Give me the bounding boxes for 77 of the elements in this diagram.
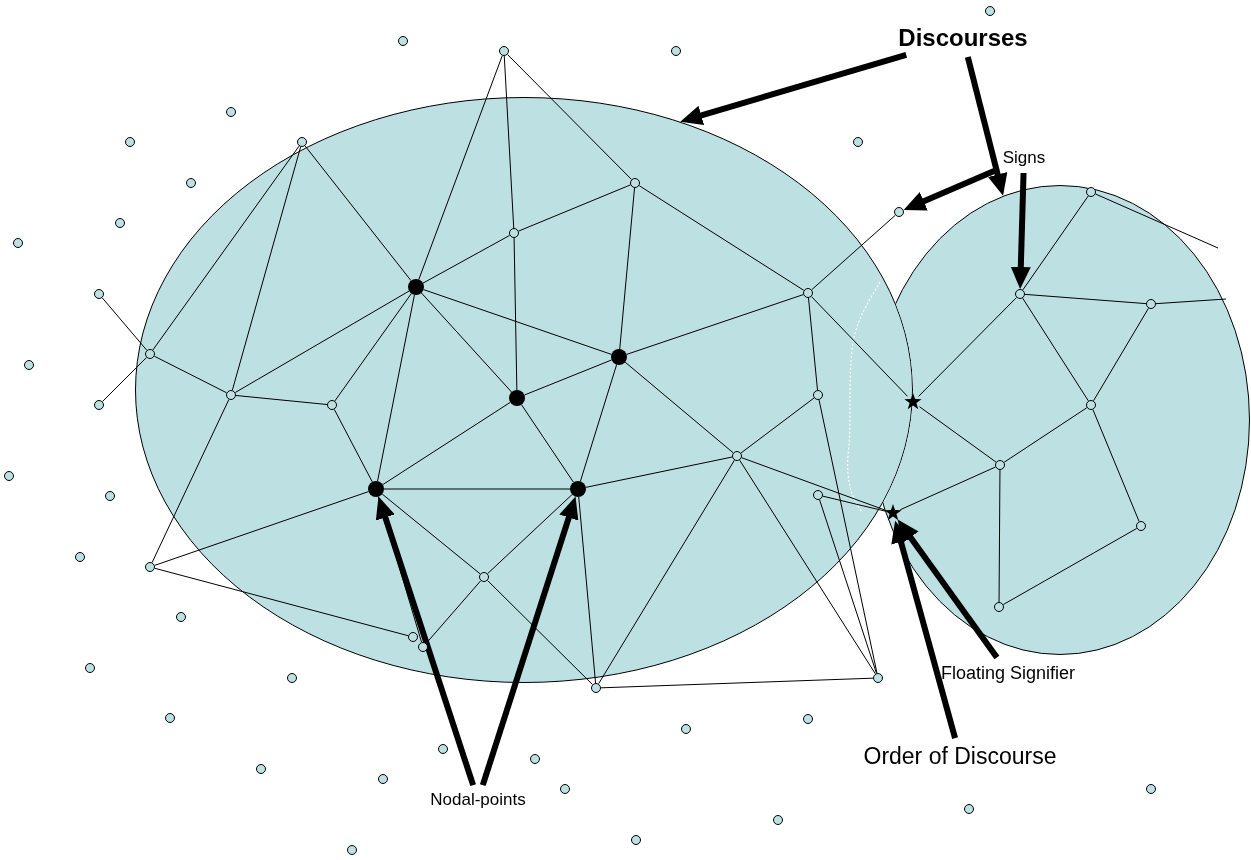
connector-line [154, 491, 369, 566]
connector-line [624, 361, 734, 454]
connector-line [154, 567, 409, 637]
arrow [479, 496, 579, 787]
connector-line [578, 496, 597, 684]
arrow [1010, 172, 1031, 289]
star-marker [884, 504, 902, 522]
arrow [903, 167, 997, 211]
connector-line [513, 237, 518, 391]
annotation-label: Signs [1002, 147, 1046, 170]
connector-line [919, 406, 997, 463]
connector-line [598, 459, 735, 685]
connector-line [231, 146, 302, 391]
connector-line [638, 185, 805, 291]
connector-line [153, 355, 228, 394]
arrow [891, 520, 958, 739]
connector-line [383, 488, 571, 490]
connector-line [418, 55, 503, 280]
connector-line [151, 399, 230, 563]
connector-line [235, 395, 328, 405]
connector-line [304, 145, 412, 282]
connector-line [381, 493, 481, 575]
connector-line [425, 580, 482, 644]
connector-line [998, 469, 1001, 603]
connector-line [811, 214, 896, 291]
connector-line [420, 292, 513, 393]
arrow [897, 519, 1000, 660]
annotation-label: Nodal-points [430, 789, 526, 812]
arrow [680, 51, 908, 125]
connector-line [333, 408, 373, 483]
connector-line [600, 677, 874, 689]
connector-line [810, 296, 908, 397]
connector-line [523, 359, 613, 396]
connector-line [626, 294, 804, 355]
connector-line [152, 145, 300, 351]
connector-line [818, 399, 878, 674]
connector-line [1024, 293, 1147, 305]
star-marker [904, 393, 922, 411]
connector-line [377, 294, 415, 482]
connector-line [1095, 193, 1219, 249]
connector-line [334, 293, 412, 402]
connector-line [503, 55, 515, 229]
connector-line [423, 289, 612, 355]
arrow [375, 496, 476, 787]
connector-line [507, 54, 632, 180]
connector-line [1002, 528, 1138, 605]
connector-line [1003, 407, 1088, 463]
annotation-label: Discourses [898, 23, 1028, 53]
connector-line [1022, 195, 1089, 291]
connector-line [899, 466, 996, 511]
connector-line [518, 184, 631, 232]
connector-line [1093, 307, 1149, 402]
connector-line [377, 496, 423, 643]
connector-line [585, 456, 733, 488]
connector-line [234, 290, 410, 393]
arrow [964, 56, 1008, 196]
connector-line [619, 187, 636, 350]
connector-line [918, 297, 1017, 397]
connector-line [741, 457, 886, 511]
connector-line [382, 401, 511, 486]
connector-line [101, 297, 148, 351]
connector-line [422, 234, 511, 284]
connector-line [822, 495, 886, 512]
annotation-label: Order of Discourse [863, 741, 1057, 771]
connector-line [739, 459, 876, 675]
connector-line [819, 499, 877, 674]
connector-line [487, 580, 593, 685]
connector-line [487, 493, 573, 575]
connector-line [1092, 409, 1140, 522]
connector-line [1022, 297, 1089, 402]
connector-line [102, 357, 147, 402]
connector-line [579, 364, 618, 482]
connector-line [520, 404, 575, 483]
connector-line [808, 297, 818, 391]
connector-line [1155, 298, 1227, 305]
connector-line [740, 397, 815, 454]
annotation-label: Floating Signifier [940, 661, 1076, 685]
